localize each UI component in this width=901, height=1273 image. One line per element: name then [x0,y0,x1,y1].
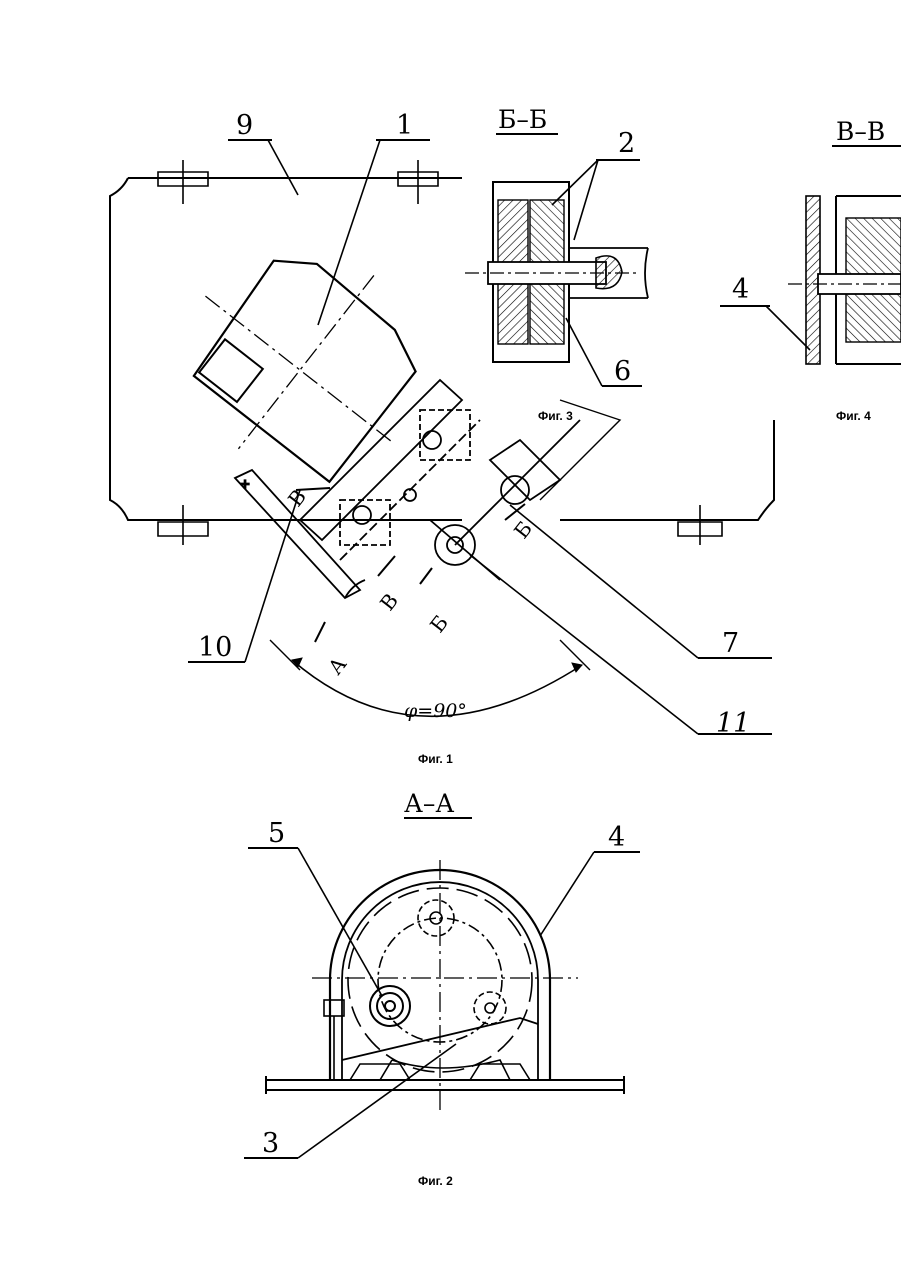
label-9: 9 [236,110,253,141]
fig2-sensor-box [324,1000,344,1016]
label-10: 10 [198,632,232,663]
fig3-caption: Фиг. 3 [538,409,573,423]
label-4-fig2: 4 [608,822,625,853]
leader-1 [318,140,380,325]
leader-4 [540,852,594,936]
leader-7 [510,505,698,658]
label-11: 11 [716,708,750,739]
fig1-caption: Фиг. 1 [418,752,453,766]
fig4-caption: Фиг. 4 [836,409,871,423]
label-2: 2 [618,128,635,159]
clamp-assembly [430,400,620,580]
fig3-section-title: Б–Б [498,105,547,134]
cut-mark-b-upper: Б [509,517,537,543]
leader-3 [298,1044,456,1158]
mounting-rail [300,380,480,560]
svg-text:+: + [240,477,250,491]
label-5: 5 [268,818,285,849]
fig4-section-title: В–В [836,117,885,146]
base-plate-outline [110,178,774,520]
fig2-section-title: А–А [404,789,454,818]
angle-arrow-left [292,658,302,667]
figure-3 [465,134,648,386]
cut-mark-v-lower: В [375,589,403,615]
fig2-pulley-left-5 [370,986,410,1026]
fig3-nut [596,256,622,289]
figure-4 [720,146,901,364]
section-cut-marks [296,488,525,642]
leader-6 [566,318,602,386]
fig2-base-rail [266,1076,624,1094]
leader-10 [245,490,300,662]
cut-mark-a: А [323,652,351,679]
label-4-fig4: 4 [732,274,749,305]
figure-2 [244,818,640,1158]
label-7: 7 [722,628,739,659]
leader-11 [470,555,698,734]
motor-assembly [144,202,469,523]
label-1: 1 [396,110,413,141]
leader-9 [268,140,298,195]
fig2-caption: Фиг. 2 [418,1174,453,1188]
angle-label: φ=90° [404,700,467,722]
cut-mark-b-lower: Б [425,611,453,637]
label-3: 3 [262,1128,279,1159]
label-6: 6 [614,356,631,387]
fig2-pulley-right [474,992,506,1024]
leader-4-fig4 [766,306,810,350]
